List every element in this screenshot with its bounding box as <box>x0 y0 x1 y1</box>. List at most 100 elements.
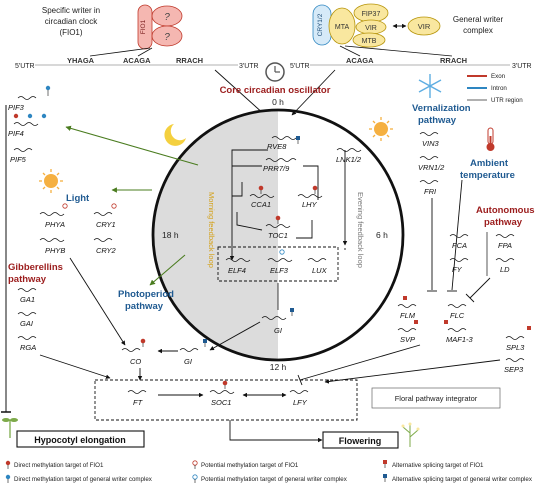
gene-lux: LUX <box>307 258 328 275</box>
vir-small-label: VIR <box>365 25 377 32</box>
svg-text:SVP: SVP <box>400 335 415 344</box>
legend-potential-general: Potential methylation target of general … <box>201 476 348 483</box>
svg-text:FRI: FRI <box>424 187 436 196</box>
left-motif-1: YHAGA <box>67 56 95 65</box>
svg-text:FT: FT <box>133 398 144 407</box>
autonomous-title-2: pathway <box>484 217 523 228</box>
mta-shape <box>328 7 356 45</box>
key-utr: UTR region <box>491 97 523 104</box>
integrator-label-box <box>371 387 501 409</box>
gene-cca1: CCA1 <box>249 185 275 209</box>
fio1-title-line3: (FIO1) <box>59 28 82 37</box>
flowering-box <box>322 431 399 449</box>
unknown-protein-2 <box>151 25 183 47</box>
autonomous-genes: FCA FPA FY LD <box>449 232 515 276</box>
sun-icon-right <box>369 117 393 141</box>
svg-text:LNK1/2: LNK1/2 <box>336 155 362 164</box>
svg-text:LUX: LUX <box>312 266 328 275</box>
seedling-icon <box>2 418 18 438</box>
svg-text:GA1: GA1 <box>20 295 35 304</box>
integrator-box <box>94 379 358 421</box>
fip37-label: FIP37 <box>362 11 381 18</box>
flowering-plant-icon <box>401 422 420 447</box>
autonomous-title-1: Autonomous <box>476 205 535 216</box>
svg-text:PIF3: PIF3 <box>8 103 25 112</box>
left-motif-2: ACAGA <box>123 56 151 65</box>
ambient-title-1: Ambient <box>470 158 509 169</box>
right-motif-1: ACAGA <box>346 56 374 65</box>
flowering-label: Flowering <box>339 436 382 446</box>
svg-text:PIF5: PIF5 <box>10 155 27 164</box>
gene-gi-clock: GI <box>261 308 294 335</box>
svg-text:PHYB: PHYB <box>45 246 65 255</box>
svg-text:VIN3: VIN3 <box>422 139 440 148</box>
fio1-to-yhaga <box>89 47 151 57</box>
fio1-writer: Specific writer in circadian clock (FIO1… <box>42 4 183 50</box>
svg-text:CRY1: CRY1 <box>96 220 116 229</box>
rve8-to-elf4-link <box>229 149 268 261</box>
fio1-to-acaga <box>137 47 153 57</box>
mrna-right: 5'UTR ACAGA RRACH 3'UTR <box>290 45 532 70</box>
legend-potential-fio1: Potential methylation target of FIO1 <box>201 462 299 469</box>
ambient-title-2: temperature <box>460 170 515 181</box>
svg-text:FLC: FLC <box>450 311 465 320</box>
svg-text:ELF4: ELF4 <box>228 266 246 275</box>
photoperiod-title-2: pathway <box>125 301 164 312</box>
hypocotyl-label: Hypocotyl elongation <box>34 435 126 445</box>
vir-shape <box>407 16 441 36</box>
complex-to-acaga <box>339 45 361 57</box>
cry-label: CRY1/2 <box>317 13 324 36</box>
clock-icon <box>265 62 285 82</box>
svg-text:RGA: RGA <box>20 343 36 352</box>
right-mrna-to-clock-arrow <box>291 69 336 116</box>
legend-alt-fio1: Alternative splicing target of FIO1 <box>392 462 484 469</box>
morning-loop-label: Morning feedback loop <box>207 192 216 268</box>
svg-text:LHY: LHY <box>302 200 318 209</box>
cca1-to-toc1-link <box>236 212 263 231</box>
hour-12: 12 h <box>270 362 287 372</box>
legend: Direct methylation target of FIO1 Potent… <box>5 460 533 483</box>
light-genes: PHYA PHYB CRY1 CRY2 <box>39 203 117 255</box>
svg-text:VRN1/2: VRN1/2 <box>418 163 445 172</box>
svg-text:TOC1: TOC1 <box>268 231 288 240</box>
gene-lhy: LHY <box>297 185 323 209</box>
moon-icon <box>164 124 186 146</box>
gene-rve8: RVE8 <box>267 136 300 151</box>
svg-text:FCA: FCA <box>452 241 467 250</box>
svg-text:CCA1: CCA1 <box>251 200 271 209</box>
photoperiod-title-1: Photoperiod <box>118 289 174 300</box>
gene-elf3: ELF3 <box>267 249 293 275</box>
key-intron: Intron <box>491 85 507 92</box>
fio1-title-line2: circadian clock <box>45 17 98 26</box>
gene-lnk: LNK1/2 <box>336 148 362 164</box>
gene-toc1: TOC1 <box>265 215 291 240</box>
gene-elf4: ELF4 <box>225 258 251 275</box>
prr-to-lhy-link <box>303 165 319 200</box>
legend-direct-general: Direct methylation target of general wri… <box>14 476 153 483</box>
svg-text:SEP3: SEP3 <box>504 365 524 374</box>
vir-label: VIR <box>418 22 431 31</box>
svg-text:GI: GI <box>274 326 282 335</box>
svg-text:CRY2: CRY2 <box>96 246 117 255</box>
snowflake-icon <box>418 74 442 98</box>
svg-text:SOC1: SOC1 <box>211 398 231 407</box>
right-utr5: 5'UTR <box>290 63 310 70</box>
svg-text:FLM: FLM <box>400 311 416 320</box>
left-motif-3: RRACH <box>176 56 203 65</box>
svg-text:PRR7/9: PRR7/9 <box>263 164 290 173</box>
general-title-line2: complex <box>463 26 493 35</box>
svg-text:SPL3: SPL3 <box>506 343 525 352</box>
clock-to-photoperiod-arrow <box>149 254 186 286</box>
gib-genes: GA1 GAI RGA <box>17 288 37 352</box>
unknown-mark-1: ? <box>164 12 170 23</box>
complex-to-rrach <box>344 45 453 57</box>
svg-text:FPA: FPA <box>498 241 512 250</box>
hour-0: 0 h <box>272 97 284 107</box>
integrator-to-flowering-arrow <box>229 420 323 443</box>
legend-alt-general: Alternative splicing target of general w… <box>392 476 533 483</box>
general-writer-complex: CRY1/2 MTA FIP37 VIR MTB VIR General wri… <box>312 3 503 48</box>
oscillator-title: Core circadian oscillator <box>220 85 331 96</box>
svg-text:MAF1-3: MAF1-3 <box>446 335 474 344</box>
svg-text:RVE8: RVE8 <box>267 142 287 151</box>
